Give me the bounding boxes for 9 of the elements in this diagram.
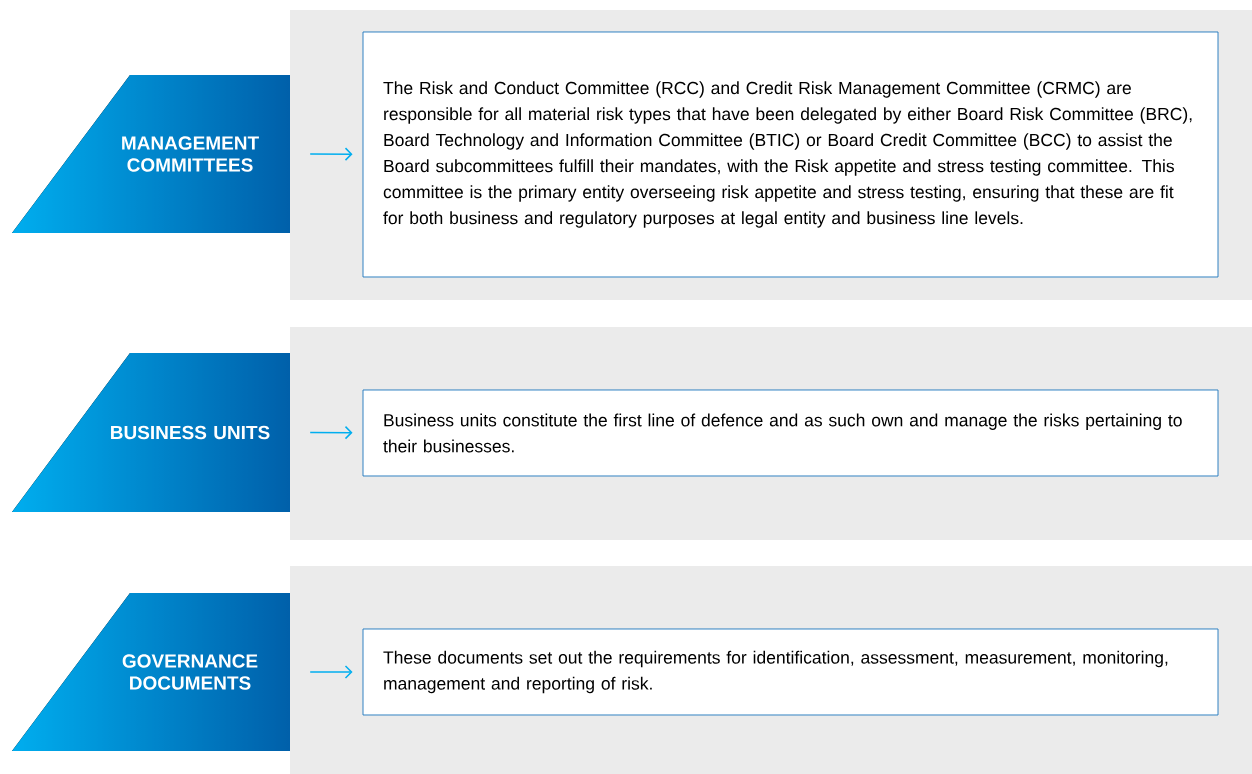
parallelogram-label: MANAGEMENT COMMITTEES: [12, 75, 290, 233]
text-box: These documents set out the requirements for identification, assessment, measurement, monitoring, management and reporting of risk.: [362, 628, 1219, 716]
arrow: [309, 425, 353, 440]
text-box: Business units constitute the first line of defence and as such own and manage the risks pertaining to their businesses.: [362, 389, 1219, 477]
text-box: The Risk and Conduct Committee (RCC) and Credit Risk Management Committee (CRMC) are responsible for all material risk types that have been delegated by either Board Risk Committee (BRC), Board Technology and Information Committee (BTIC) or Board Credit Committee (BCC) to assist the Board subcommittees fulfill their mandates, with the Risk appetite and stress testing committee. This committee is the primary entity overseeing risk appetite and stress testing, ensuring that these are fit for both business and regulatory purposes at legal entity and business line levels.: [362, 31, 1219, 278]
arrow: [309, 147, 353, 161]
arrow: [309, 665, 353, 679]
parallelogram-label: BUSINESS UNITS: [12, 353, 290, 512]
parallelogram-label: GOVERNANCE DOCUMENTS: [12, 593, 290, 751]
